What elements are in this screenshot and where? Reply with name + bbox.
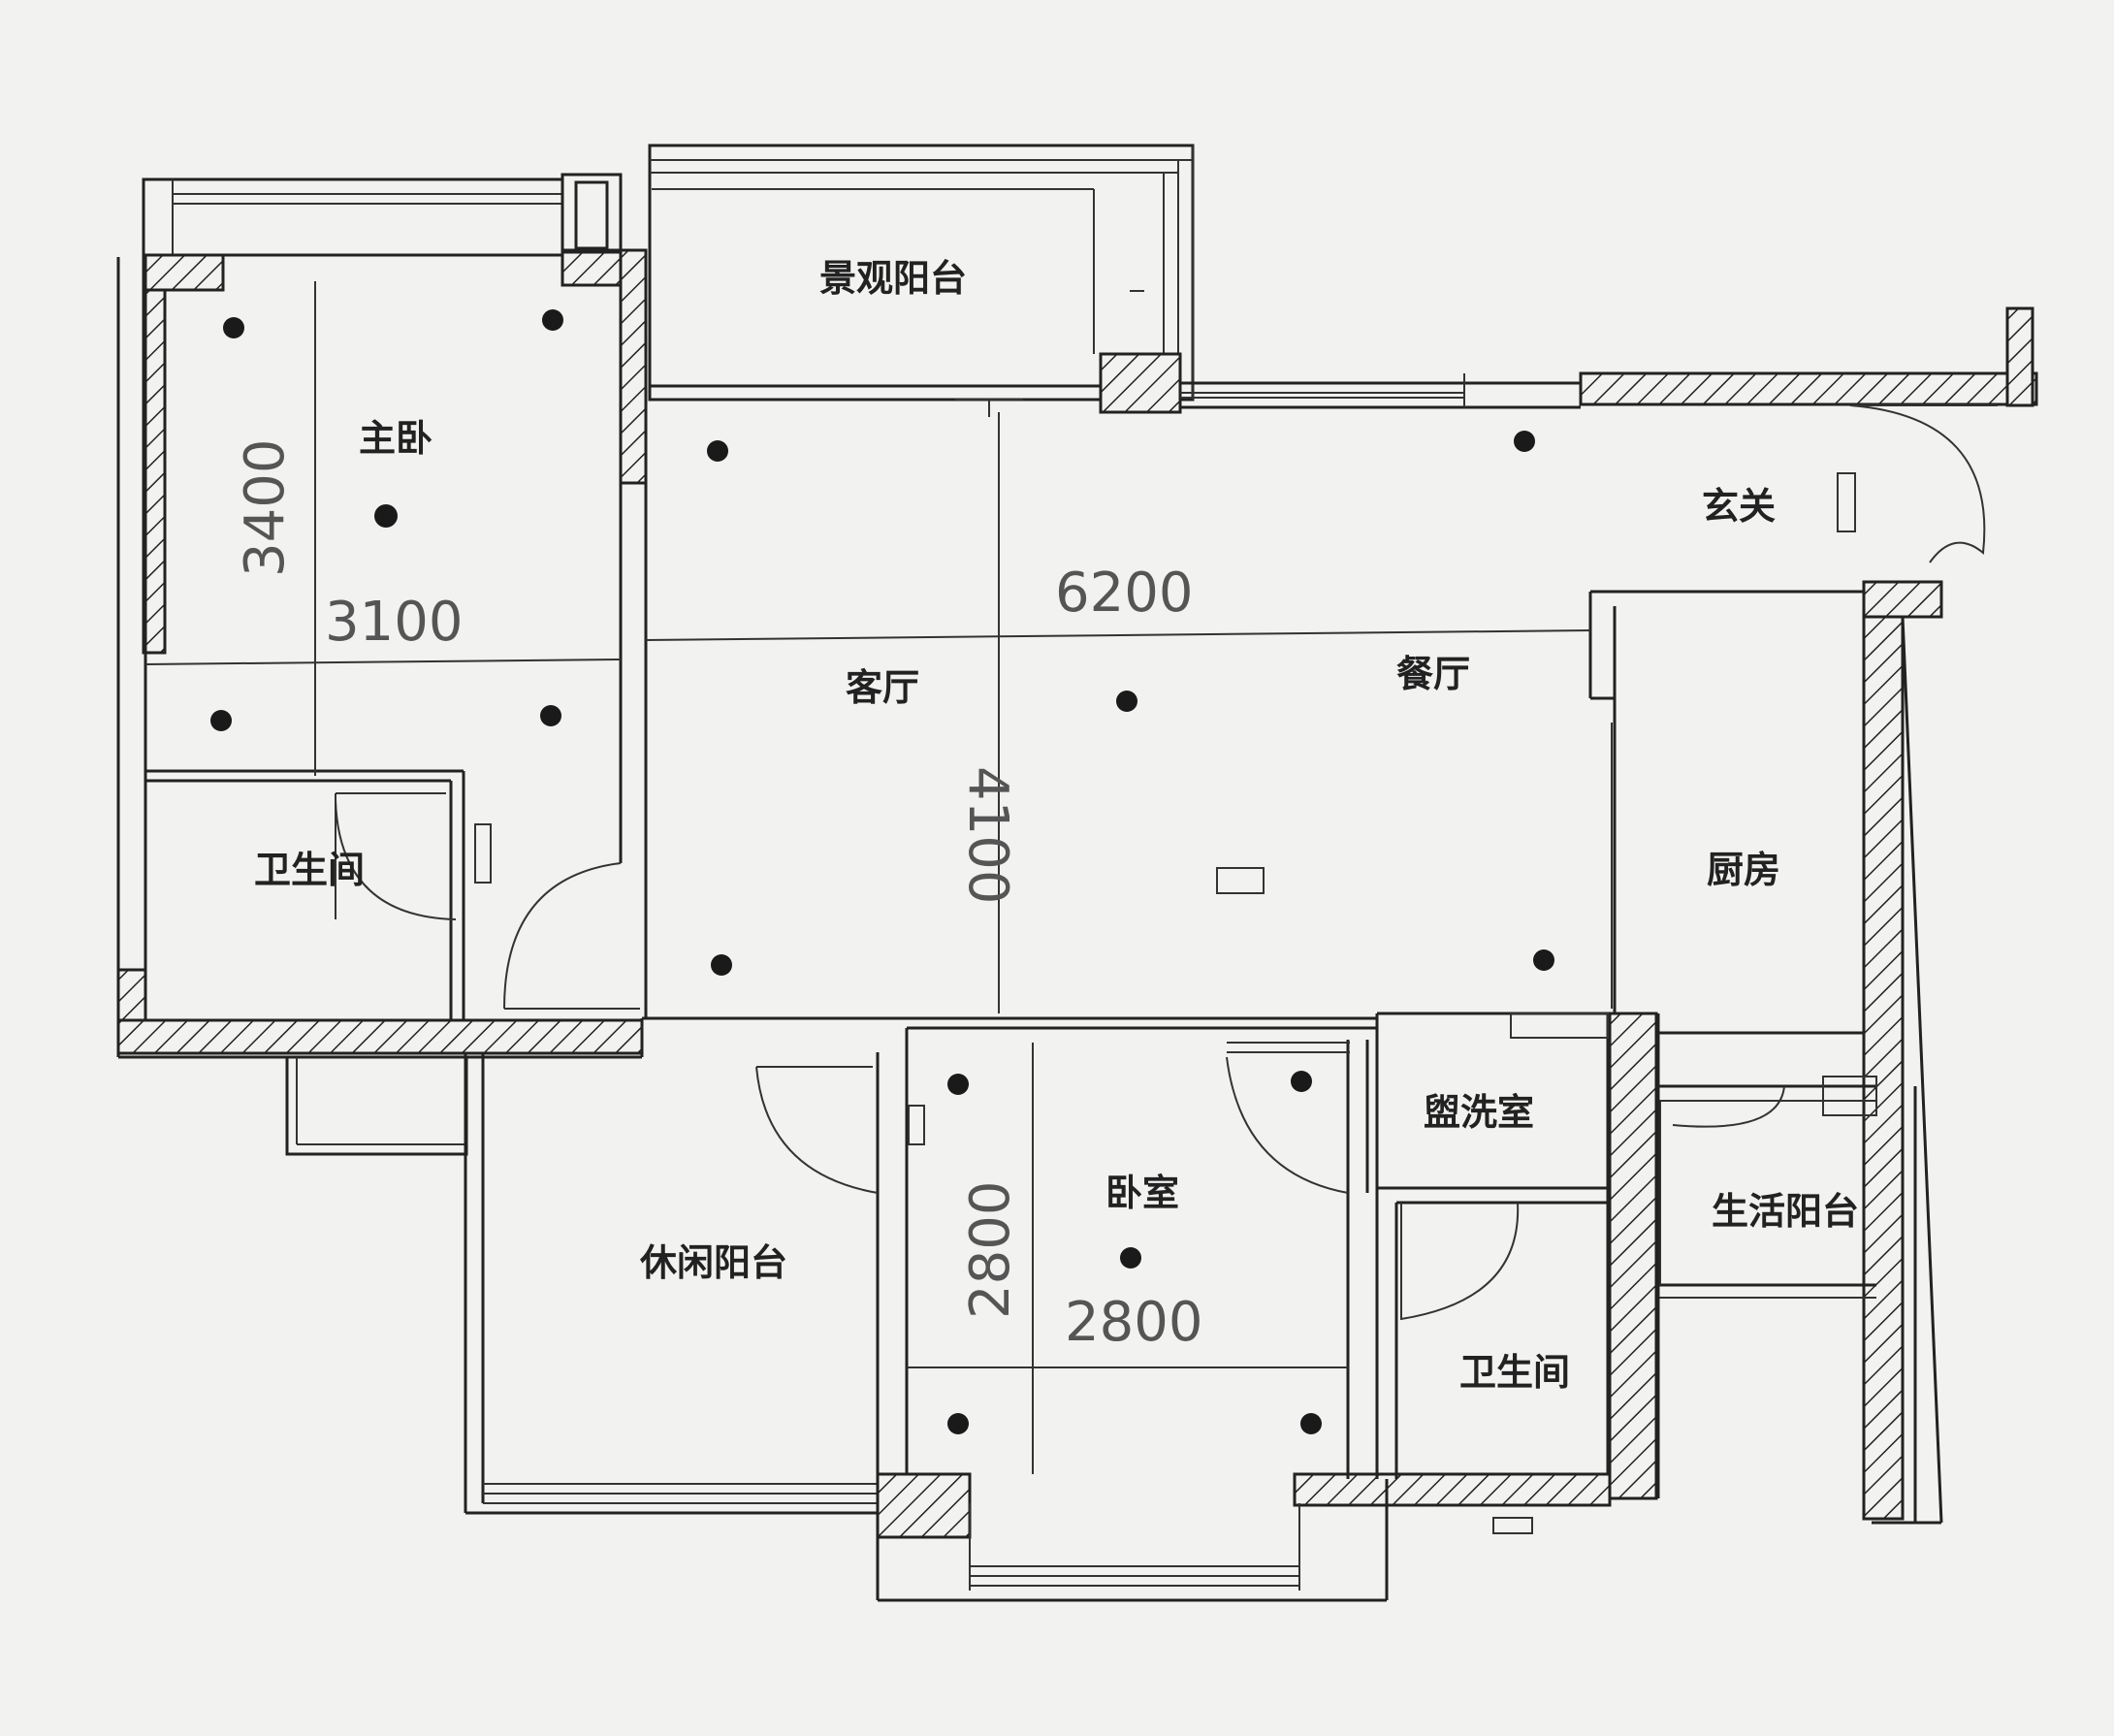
ceiling-lights <box>210 309 1554 1434</box>
label-leisure-balcony: 休闲阳台 <box>639 1240 787 1284</box>
dim-living-width: 6200 <box>1055 562 1194 625</box>
label-bedroom: 卧室 <box>1105 1171 1179 1214</box>
dim-living-height: 4100 <box>956 766 1019 905</box>
dim-master-height: 3400 <box>234 438 297 577</box>
label-view-balcony: 景观阳台 <box>819 256 967 300</box>
walls <box>116 144 2038 1602</box>
dim-bedroom-height: 2800 <box>959 1180 1022 1319</box>
label-washroom: 盥洗室 <box>1424 1090 1534 1134</box>
label-bathroom-right: 卫生间 <box>1459 1350 1570 1394</box>
dim-bedroom-width: 2800 <box>1065 1291 1203 1354</box>
label-dining-room: 餐厅 <box>1396 652 1470 695</box>
label-utility-balcony: 生活阳台 <box>1712 1189 1859 1233</box>
label-bathroom-left: 卫生间 <box>254 848 365 891</box>
label-kitchen: 厨房 <box>1707 848 1780 891</box>
dim-master-width: 3100 <box>325 591 464 654</box>
label-master-bedroom: 主卧 <box>359 416 432 460</box>
label-living-room: 客厅 <box>846 665 919 709</box>
dimension-lines <box>144 281 1591 1474</box>
label-entrance: 玄关 <box>1702 484 1776 528</box>
ceiling-fixture-symbol <box>1216 867 1265 894</box>
